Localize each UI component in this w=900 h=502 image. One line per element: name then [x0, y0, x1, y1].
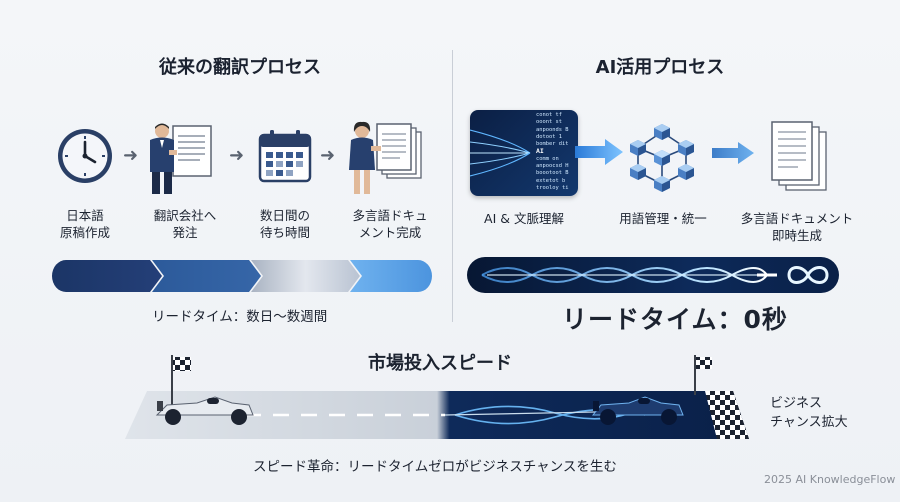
code-line: boootoot B [536, 170, 569, 177]
ai-screen-icon: conot tf ooont st anpoonds B dotoot 1 bo… [470, 110, 578, 196]
race-track [125, 355, 749, 439]
ai-leadtime: リードタイム：0秒 [562, 305, 788, 334]
code-line: trooloy ti [536, 184, 569, 191]
code-line: anpoocsd H [536, 163, 569, 170]
step-label: 日本語 原稿作成 [59, 208, 110, 240]
businesswoman-documents-icon [349, 121, 422, 194]
arrow-right-icon: ➜ [320, 145, 336, 166]
step-label: 多言語ドキュ メント完成 [352, 208, 428, 240]
step-label: 用語管理・統一 [619, 211, 707, 226]
network-cubes-icon [630, 124, 694, 192]
code-line: ooont st [536, 119, 562, 126]
ai-timeline-bar [467, 257, 839, 293]
code-line: extetot b [536, 177, 566, 184]
code-line: dotoot 1 [536, 133, 562, 140]
speed-title: 市場投入スピード [368, 353, 512, 374]
left-title: 従来の翻訳プロセス [159, 57, 321, 78]
footer-credit: 2025 AI KnowledgeFlow [764, 473, 896, 486]
businessman-document-icon [150, 123, 212, 194]
traditional-timeline-bar [52, 260, 432, 292]
traditional-leadtime: リードタイム：数日〜数週間 [152, 309, 328, 325]
clock-icon [58, 129, 112, 183]
documents-stack-icon [771, 121, 827, 191]
arrow-right-icon: ➜ [123, 145, 139, 166]
step-label: 数日間の 待ち時間 [259, 208, 310, 240]
code-line: anpoonds B [536, 126, 569, 133]
footer-tagline: スピード革命：リードタイムゼロがビジネスチャンスを生む [253, 459, 617, 475]
arrow-right-icon: ➜ [229, 145, 245, 166]
business-opportunity-label: ビジネス チャンス拡大 [770, 396, 848, 430]
code-line: conot tf [536, 112, 562, 118]
step-label: 翻訳会社へ 発注 [153, 208, 217, 240]
code-line: AI [536, 147, 544, 156]
step-label: 多言語ドキュメント 即時生成 [740, 211, 854, 243]
calendar-icon [258, 130, 312, 183]
glow-arrow-icon [575, 139, 623, 165]
code-line: bomber dit [536, 141, 569, 148]
arrow-right-icon [712, 142, 754, 164]
code-line: comm on [536, 155, 559, 162]
right-title: AI活用プロセス [595, 57, 725, 78]
step-label: AI & 文脈理解 [484, 211, 564, 226]
section-divider [452, 50, 453, 322]
